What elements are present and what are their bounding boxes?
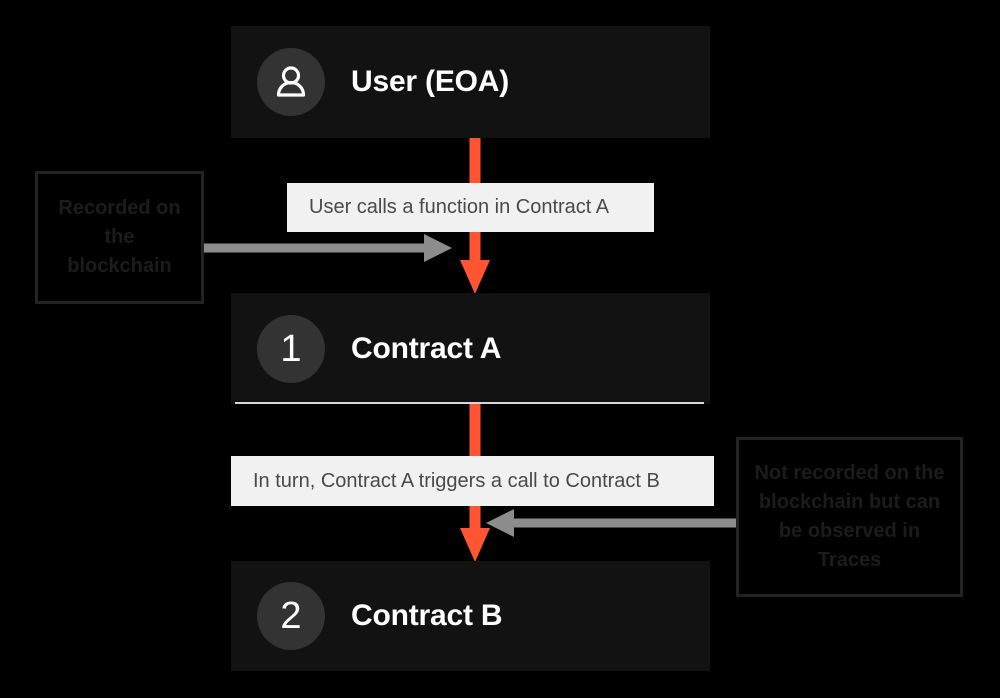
node-contract-b[interactable]: 2 Contract B [231,561,710,671]
step-number-badge-1: 1 [257,314,325,383]
annotation-recorded-on-blockchain: Recorded on the blockchain [35,171,204,304]
node-contract-b-label: Contract B [351,599,503,632]
node-contract-a-label: Contract A [351,331,502,365]
node-contract-a[interactable]: 1 Contract A [231,293,710,404]
edge-caption-user-calls: User calls a function in Contract A [287,183,654,232]
annotation-not-recorded-traces: Not recorded on the blockchain but can b… [736,437,963,597]
user-icon [276,66,306,97]
user-avatar-badge [257,48,325,116]
node-user[interactable]: User (EOA) [231,26,710,138]
annotation-left-arrow [204,234,452,262]
edge-caption-contract-a-triggers: In turn, Contract A triggers a call to C… [231,456,714,506]
node-user-label: User (EOA) [351,65,510,98]
annotation-right-arrow [486,509,736,537]
step-number-badge-2: 2 [257,582,325,650]
node-contract-a-underline [235,402,704,404]
